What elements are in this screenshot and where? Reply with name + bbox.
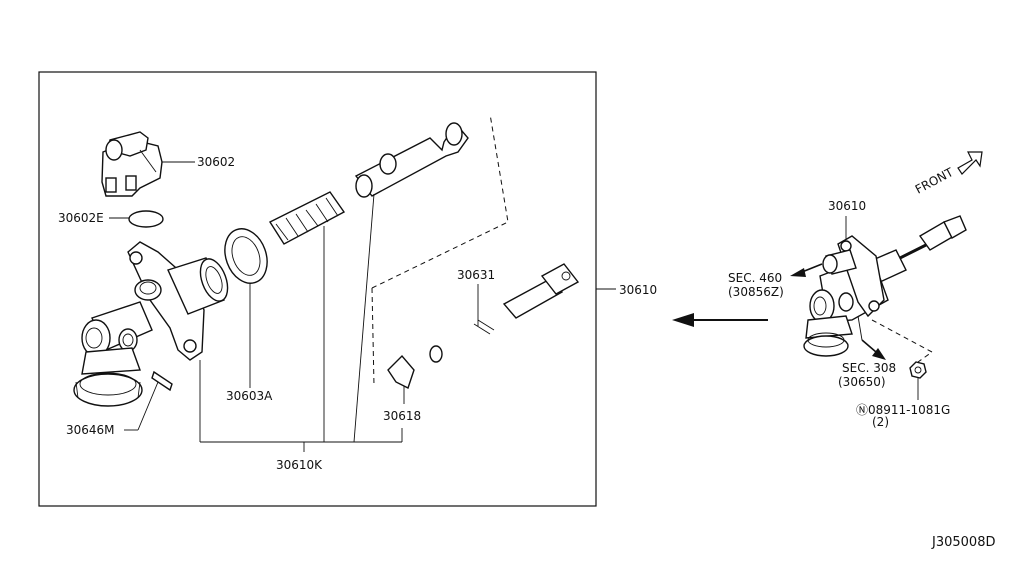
o-ring-30602e <box>128 210 164 228</box>
boot-30618 <box>387 354 415 389</box>
leader-piston <box>353 193 375 443</box>
label-sec460: SEC. 460 <box>728 271 782 285</box>
label-30618: 30618 <box>383 409 421 423</box>
label-30602: 30602 <box>197 155 235 169</box>
label-30603a: 30603A <box>226 389 273 403</box>
label-30631: 30631 <box>457 268 495 282</box>
diagram-code: J305008D <box>931 535 995 550</box>
label-sec308-ref: (30650) <box>838 375 886 389</box>
label-30610-main: 30610 <box>619 283 657 297</box>
label-30646m: 30646M <box>66 423 115 437</box>
label-30602e: 30602E <box>58 211 104 225</box>
reservoir-tank <box>101 131 163 197</box>
piston <box>354 122 469 198</box>
roll-pin-30646m <box>151 370 173 392</box>
master-cylinder-body <box>73 241 229 407</box>
assembled-master-cylinder <box>803 215 967 357</box>
front-label: FRONT <box>913 165 956 197</box>
front-arrow-icon <box>957 151 983 175</box>
nut-icon <box>909 361 927 379</box>
label-nut-qty: (2) <box>872 415 889 429</box>
push-rod-30631 <box>429 263 580 363</box>
sec460-arrow-icon <box>790 263 823 277</box>
direction-arrow <box>672 313 768 327</box>
label-nut: Ⓝ08911-1081G <box>856 403 950 417</box>
seal-30603a <box>224 228 268 284</box>
kit-boundary-left <box>371 287 375 387</box>
kit-boundary-upper <box>371 113 509 289</box>
nut-dashed-leader <box>871 319 933 363</box>
label-30610-assy: 30610 <box>828 199 866 213</box>
sec308-arrow-icon <box>857 315 886 360</box>
return-spring <box>268 191 346 245</box>
leader-30646m <box>137 381 159 431</box>
label-30610k: 30610K <box>276 458 323 472</box>
label-sec308: SEC. 308 <box>842 361 896 375</box>
label-sec460-ref: (30856Z) <box>728 285 784 299</box>
